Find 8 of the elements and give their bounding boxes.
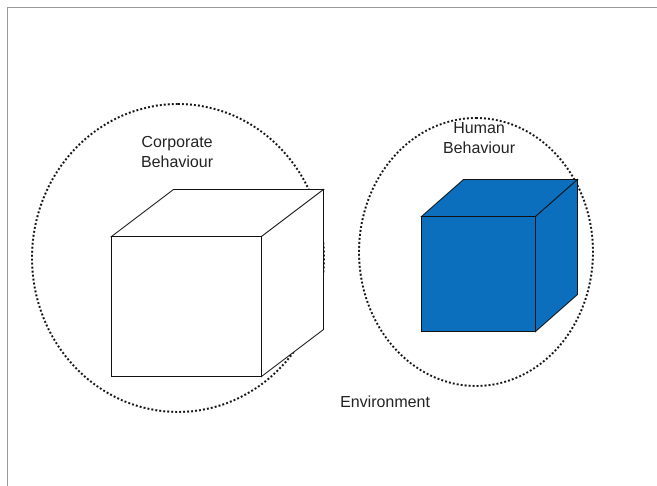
environment-label: Environment (339, 393, 431, 413)
cube-drawing (421, 179, 578, 332)
dashed-circle (31, 103, 325, 413)
cube-drawing (111, 189, 324, 377)
circle-heading: Human Behaviour (442, 119, 516, 159)
circle-heading: Corporate Behaviour (140, 133, 214, 173)
dashed-circle (358, 117, 594, 387)
environment-frame (7, 7, 657, 486)
